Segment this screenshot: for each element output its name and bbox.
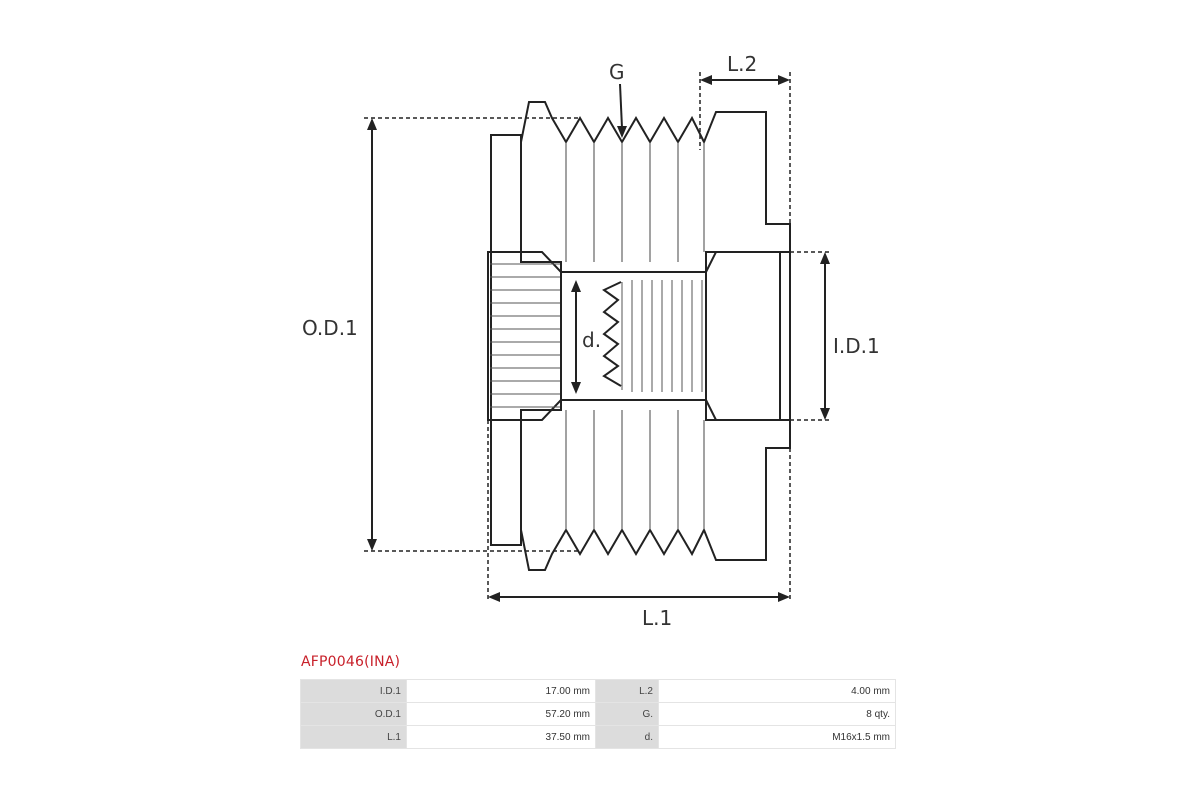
d-label: d.	[582, 328, 601, 352]
table-row: I.D.1 17.00 mm L.2 4.00 mm	[300, 679, 896, 703]
groove-lines	[565, 142, 705, 530]
id1-label: I.D.1	[833, 334, 880, 358]
pulley-upper-profile	[520, 101, 791, 272]
extension-lines	[364, 72, 830, 602]
spec-key: I.D.1	[300, 679, 407, 703]
od1-label: O.D.1	[302, 316, 358, 340]
pulley-diagram: G L.2 O.D.1 I.D.1 d. L.1	[302, 52, 880, 630]
spec-key: L.1	[300, 725, 407, 749]
left-flange	[490, 134, 522, 546]
spec-value: 4.00 mm	[658, 679, 896, 703]
spec-value: 57.20 mm	[406, 702, 596, 726]
spec-key: L.2	[595, 679, 659, 703]
table-row: O.D.1 57.20 mm G. 8 qty.	[300, 702, 896, 726]
pulley-lower-profile	[520, 400, 791, 571]
spec-key: O.D.1	[300, 702, 407, 726]
spec-table: I.D.1 17.00 mm L.2 4.00 mm O.D.1 57.20 m…	[300, 679, 896, 749]
knurl-lines	[490, 263, 560, 408]
part-title: AFP0046(INA)	[301, 654, 401, 670]
l2-label: L.2	[727, 52, 757, 76]
l1-label: L.1	[642, 606, 672, 630]
bore	[561, 271, 706, 401]
dimension-lines	[367, 75, 830, 602]
spec-value: 8 qty.	[658, 702, 896, 726]
thread-zigzag	[602, 281, 622, 387]
spec-key: G.	[595, 702, 659, 726]
right-hub	[705, 251, 791, 421]
thread-lines	[621, 280, 703, 392]
spec-value: 17.00 mm	[406, 679, 596, 703]
spec-value: 37.50 mm	[406, 725, 596, 749]
spec-value: M16x1.5 mm	[658, 725, 896, 749]
table-row: L.1 37.50 mm d. M16x1.5 mm	[300, 725, 896, 749]
g-label: G	[609, 60, 625, 84]
spec-key: d.	[595, 725, 659, 749]
